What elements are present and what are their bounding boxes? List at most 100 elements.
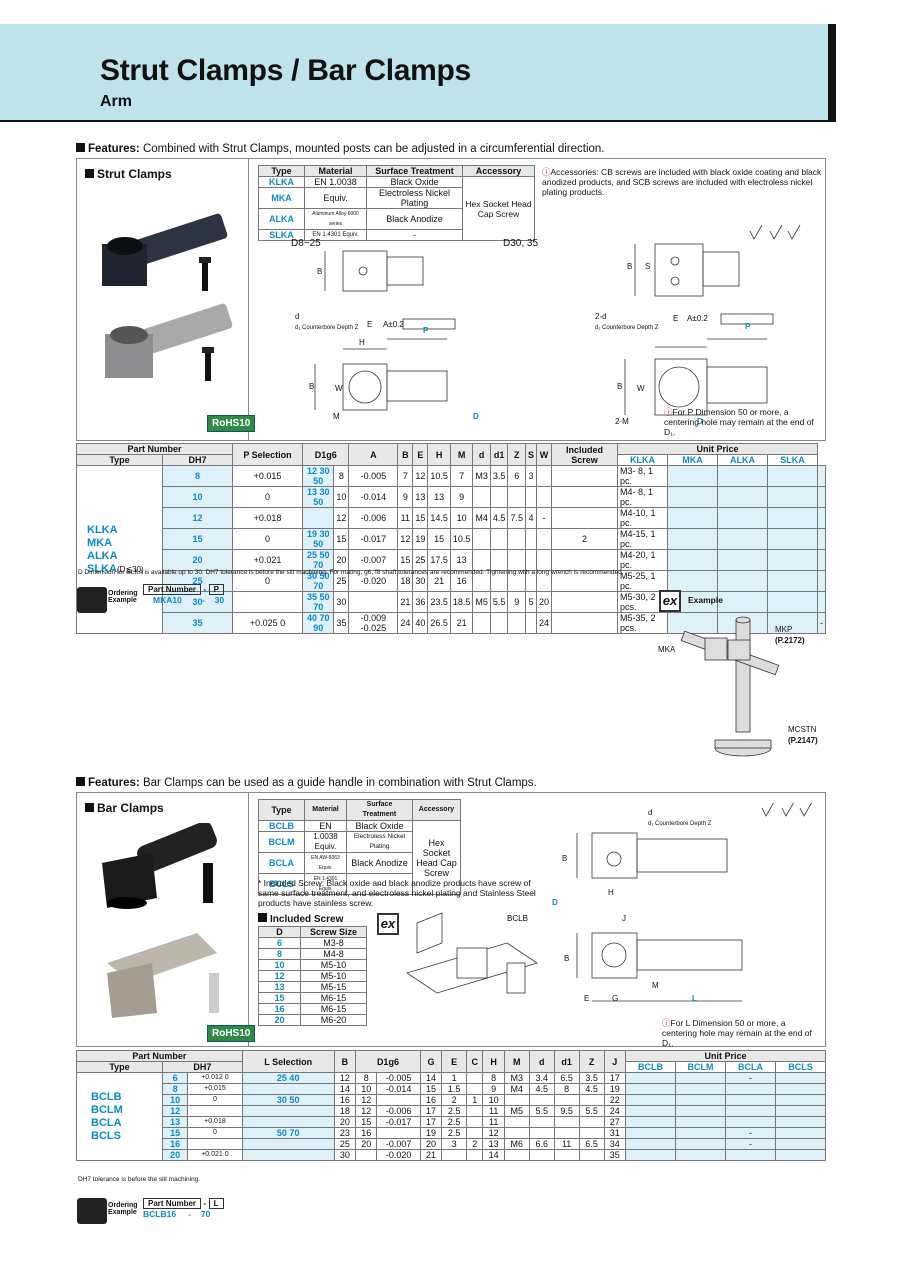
bar-clamp-photo [102, 823, 219, 1018]
cell-d1: 10 [333, 486, 350, 508]
cell-dd: 5.5 [528, 1105, 555, 1117]
svg-text:B: B [562, 854, 567, 863]
cell-d1: 12 [355, 1094, 378, 1106]
price-cell [716, 591, 768, 613]
svg-text:D: D [473, 412, 479, 421]
price-cell [775, 1072, 826, 1084]
cell-b: 14 [333, 1083, 357, 1095]
cell-dd1: 9 [507, 591, 526, 613]
svg-text:d₁ Counterbore Depth Z: d₁ Counterbore Depth Z [648, 821, 712, 827]
cell-w [550, 486, 618, 508]
price-cell [625, 1083, 676, 1095]
bar-spec-table: Type Material Surface Treatment Accessor… [258, 799, 461, 895]
cell-dd [528, 1127, 555, 1139]
cell-z [578, 1149, 605, 1161]
cell-h: 9 [449, 486, 474, 508]
svg-text:2-d: 2-d [595, 312, 607, 321]
price-cell [775, 1149, 826, 1161]
cell-j: 31 [603, 1127, 627, 1139]
cell-d1tol: -0.005 [348, 465, 399, 487]
cell-z [578, 1094, 605, 1106]
price-cell [716, 528, 768, 550]
rohs-badge: RoHS10 [207, 1025, 256, 1042]
svg-text:B: B [309, 382, 314, 391]
ordering-example-bar: Part Number - L BCLB16-70 [143, 1198, 224, 1219]
price-cell [766, 507, 818, 529]
svg-text:d₁ Counterbore Depth Z: d₁ Counterbore Depth Z [595, 325, 659, 331]
svg-text:d: d [648, 808, 652, 817]
cell-d: 15 [161, 1127, 189, 1139]
cell-dd [528, 1116, 555, 1128]
cell-g: 15 [419, 1083, 443, 1095]
cell-m [503, 1127, 530, 1139]
cell-tol [187, 1138, 243, 1150]
cell-b: 15 [412, 507, 429, 529]
cell-e: 2.5 [441, 1105, 468, 1117]
cell-a: 24 [397, 612, 414, 634]
cell-h: 10.5 [449, 528, 474, 550]
price-cell [675, 1116, 726, 1128]
cell-dd1 [553, 1127, 580, 1139]
type-name: ALKA [87, 549, 118, 562]
cell-e: 23.5 [427, 591, 451, 613]
cell-z [524, 528, 537, 550]
cell-c: 2 [466, 1138, 484, 1150]
type-name: BCLB [91, 1090, 122, 1103]
cell-h: 11 [482, 1116, 505, 1128]
cell-d1: 20 [355, 1138, 378, 1150]
cell-z: 5 [524, 591, 537, 613]
cell-c [466, 1116, 484, 1128]
cell-h: 10 [482, 1094, 505, 1106]
cell-dd: 3.5 [489, 465, 509, 487]
price-cell [766, 528, 818, 550]
cell-j: 34 [603, 1138, 627, 1150]
screw-d: 13 [258, 981, 301, 993]
cell-h: 10 [449, 507, 474, 529]
cell-dd: 4.5 [528, 1083, 555, 1095]
cell-screw: M4-15, 1 pc. [616, 528, 668, 550]
cell-z: 4 [524, 507, 537, 529]
cell-j: 17 [603, 1072, 627, 1084]
cell-j: 19 [603, 1083, 627, 1095]
cell-dd: 5.5 [489, 591, 509, 613]
price-cell [675, 1138, 726, 1150]
cell-b: 25 [412, 549, 429, 571]
cell-e: 14.5 [427, 507, 451, 529]
cell-h: 9 [482, 1083, 505, 1095]
cell-m [472, 486, 491, 508]
cell-tol: +0.025 0 [232, 612, 303, 634]
price-cell [775, 1094, 826, 1106]
cell-b: 12 [412, 465, 429, 487]
example-icon: ex [659, 590, 681, 612]
cell-c [466, 1127, 484, 1139]
price-cell [716, 570, 768, 592]
cell-g: 21 [419, 1149, 443, 1161]
cell-d1tol [376, 1094, 421, 1106]
cell-d: 10 [161, 1094, 189, 1106]
price-cell [625, 1072, 676, 1084]
cell-j: 27 [603, 1116, 627, 1128]
cell-l: 50 70 [241, 1127, 335, 1139]
screw-size: M6-15 [300, 992, 367, 1004]
cell-d1: 12 [355, 1105, 378, 1117]
cell-h: 7 [449, 465, 474, 487]
cell-tol: +0.018 [232, 507, 303, 529]
cell-dd1: 6 [507, 465, 526, 487]
cell-h: 12 [482, 1127, 505, 1139]
ordering-example-strut: Part Number - P MKA10-30 [143, 584, 224, 605]
price-cell [666, 486, 718, 508]
type-name: SLKA(D≦30) [87, 562, 144, 575]
price-cell [675, 1094, 726, 1106]
cell-p [301, 507, 335, 529]
svg-text:M: M [652, 981, 659, 990]
cell-p: 12 30 50 [301, 465, 335, 487]
price-cell [675, 1105, 726, 1117]
cell-tol [187, 1105, 243, 1117]
cell-h: 8 [482, 1072, 505, 1084]
cell-b: 16 [333, 1094, 357, 1106]
